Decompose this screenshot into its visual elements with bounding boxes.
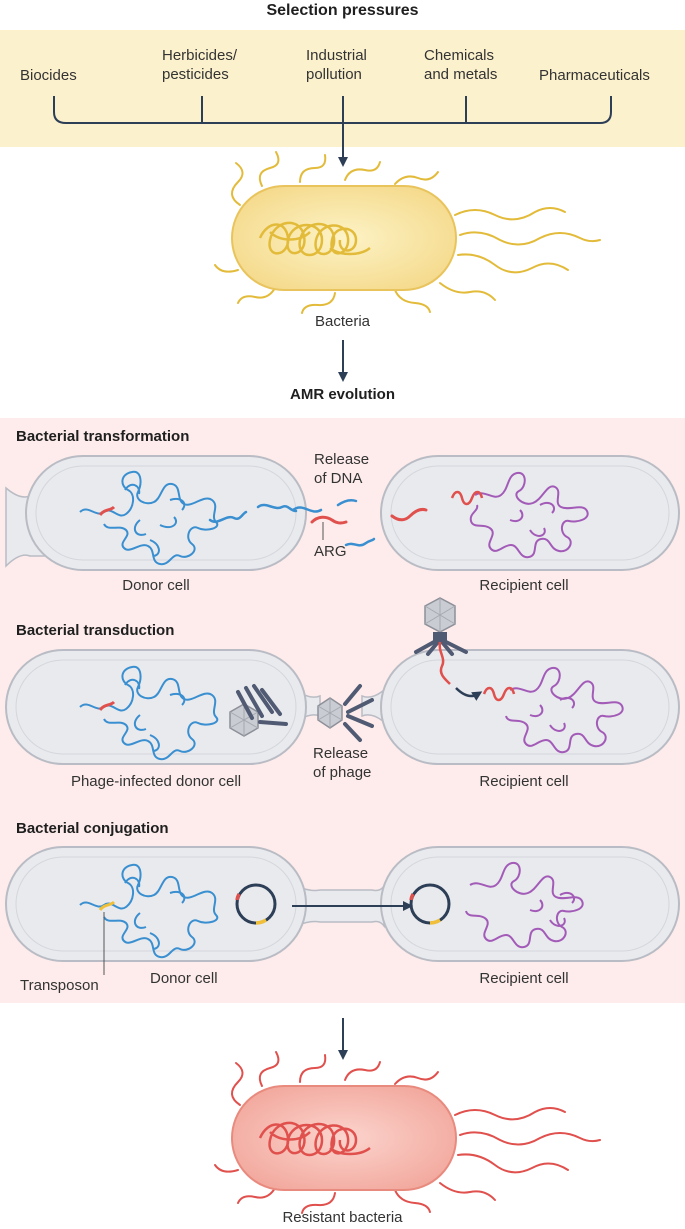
- release-phage-line2: of phage: [313, 764, 372, 781]
- release-phage-line1: Release: [313, 745, 369, 762]
- transduction-recipient-label: Recipient cell: [479, 773, 569, 790]
- transformation-recipient-label: Recipient cell: [479, 577, 569, 594]
- donor-chromosome-icon: [79, 470, 219, 566]
- donor-arg-icon: [98, 700, 116, 711]
- conjugation-recipient-label: Recipient cell: [479, 970, 569, 987]
- pressure-label-line2: pesticides: [162, 66, 229, 83]
- release-dna-line1: Release: [314, 451, 370, 468]
- transposon-label: Transposon: [20, 977, 99, 994]
- conjugation-recipient-cell: [380, 846, 680, 962]
- recipient-arg-fragment-icon: [390, 508, 428, 522]
- recipient-plasmid-icon: [409, 883, 451, 925]
- pressure-label-line1: Industrial: [306, 47, 367, 64]
- recipient-chromosome-icon: [505, 666, 624, 754]
- donor-chromosome-icon: [79, 863, 219, 959]
- pressure-label: Biocides: [20, 67, 77, 84]
- arg-fragment-icon: [310, 515, 348, 525]
- transformation-title: Bacterial transformation: [16, 428, 190, 445]
- pressure-pharmaceuticals: Pharmaceuticals: [539, 66, 650, 85]
- pressure-herbicides: Herbicides/ pesticides: [162, 46, 237, 84]
- donor-plasmid-icon: [235, 883, 277, 925]
- pressure-bracket: [53, 96, 612, 124]
- release-dna-label: Release of DNA: [314, 450, 369, 488]
- recipient-chromosome-icon: [465, 861, 584, 949]
- selection-pressures-title: Selection pressures: [266, 2, 419, 19]
- resistant-bacteria-label: Resistant bacteria: [282, 1209, 403, 1226]
- pressure-industrial: Industrial pollution: [306, 46, 367, 84]
- transposon-icon: [98, 900, 116, 911]
- arg-label: ARG: [314, 543, 347, 560]
- resistant-bacterium-icon: [214, 1051, 601, 1214]
- pressure-label-line1: Chemicals: [424, 47, 495, 64]
- pressure-biocides: Biocides: [20, 66, 77, 85]
- transformation-recipient-cell: [380, 455, 680, 571]
- recipient-arg-icon: [482, 686, 516, 702]
- conjugation-title: Bacterial conjugation: [16, 820, 169, 837]
- transduction-donor-label: Phage-infected donor cell: [70, 773, 242, 790]
- integration-arrow: [455, 687, 483, 701]
- bacteria-label: Bacteria: [314, 313, 371, 330]
- transformation-donor-label: Donor cell: [122, 577, 190, 594]
- pressure-label-line2: and metals: [424, 66, 498, 83]
- recipient-arg-icon: [450, 490, 484, 506]
- conjugation-donor-label: Donor cell: [150, 970, 218, 987]
- amr-evolution-title: AMR evolution: [290, 386, 395, 403]
- transformation-donor-cell: [5, 455, 307, 571]
- transduction-recipient-cell: [361, 649, 680, 765]
- donor-chromosome-icon: [79, 665, 219, 761]
- released-phage-icon: [317, 684, 374, 742]
- bacterium-icon: [214, 151, 601, 314]
- pressure-chemicals: Chemicals and metals: [424, 46, 497, 84]
- free-dna-fragments: [208, 498, 376, 547]
- release-phage-label: Release of phage: [313, 744, 371, 782]
- recipient-chromosome-icon: [469, 471, 589, 559]
- pressure-label-line2: pollution: [306, 66, 362, 83]
- phage-assembly-icon: [229, 684, 288, 737]
- transduction-donor-cell: [5, 649, 321, 765]
- injected-dna-icon: [438, 641, 451, 685]
- transduction-title: Bacterial transduction: [16, 622, 175, 639]
- donor-arg-icon: [98, 505, 116, 516]
- release-dna-line2: of DNA: [314, 470, 363, 487]
- pressure-label: Pharmaceuticals: [539, 67, 650, 84]
- attached-phage-icon: [414, 597, 468, 656]
- pressure-label-line1: Herbicides/: [162, 47, 238, 64]
